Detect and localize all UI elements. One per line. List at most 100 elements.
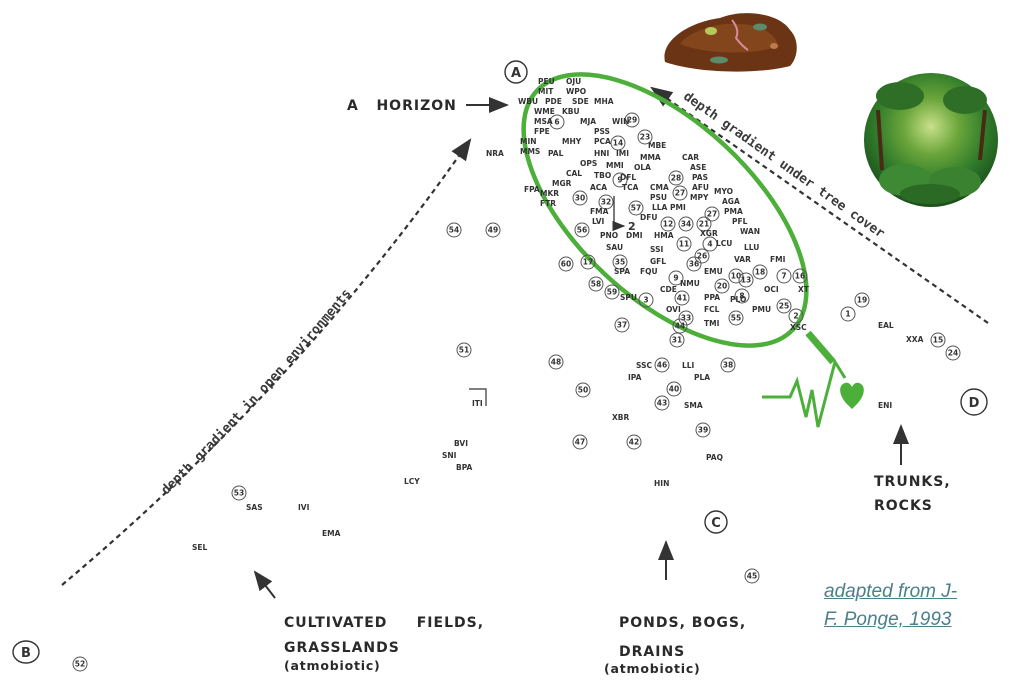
sample-number-25: 25	[776, 298, 792, 314]
sample-number-label: 57	[631, 204, 641, 213]
sample-number-15: 15	[930, 332, 946, 348]
sample-number-26: 26	[694, 248, 710, 264]
sample-ring	[788, 308, 804, 324]
sample-number-9: 9	[612, 172, 628, 188]
sample-ring	[548, 354, 564, 370]
species-code-mmi: MMI	[606, 161, 624, 170]
species-code-ssi: SSI	[650, 245, 663, 254]
sample-number-label: 25	[779, 302, 789, 311]
species-code-mhy: MHY	[562, 137, 582, 146]
sample-number-label: 60	[561, 260, 571, 269]
sample-number-48: 48	[548, 354, 564, 370]
sample-ring	[638, 292, 654, 308]
sample-number-17: 17	[580, 254, 596, 270]
species-code-paq: PAQ	[706, 453, 723, 462]
sample-number-label: 30	[575, 194, 585, 203]
ponds-label-line3: (atmobiotic)	[604, 661, 701, 676]
species-code-mpy: MPY	[690, 193, 709, 202]
species-code-xt: XT	[798, 285, 810, 294]
sample-number-label: 7	[781, 272, 786, 281]
sample-number-36: 36	[686, 256, 702, 272]
sample-number-35: 35	[612, 254, 628, 270]
species-code-bvi: BVI	[454, 439, 468, 448]
species-code-ivi: IVI	[298, 503, 310, 512]
inner-gradient-arrow	[612, 196, 626, 232]
species-code-mkr: MKR	[540, 189, 559, 198]
sample-number-label: 33	[681, 314, 691, 323]
cultivated-label-line2: GRASSLANDS	[284, 640, 400, 656]
species-code-xxa: XXA	[906, 335, 924, 344]
sample-number-41: 41	[674, 290, 690, 306]
source-credit-link[interactable]: adapted from J- F. Ponge, 1993	[824, 578, 999, 634]
species-code-msa: MSA	[534, 117, 553, 126]
sample-ring	[672, 185, 688, 201]
species-code-lli: LLI	[682, 361, 695, 370]
species-code-ola: OLA	[634, 163, 651, 172]
species-code-emu: EMU	[704, 267, 723, 276]
sample-number-37: 37	[614, 317, 630, 333]
sample-ring	[728, 310, 744, 326]
species-code-oci: OCI	[764, 285, 779, 294]
sample-number-27: 27	[704, 206, 720, 222]
sample-number-52: 52	[72, 656, 88, 672]
sample-number-label: 16	[795, 272, 805, 281]
sample-number-label: 28	[671, 174, 681, 183]
sample-number-label: 42	[629, 438, 639, 447]
species-code-cal: CAL	[566, 169, 582, 178]
sample-number-label: 47	[575, 438, 585, 447]
sample-ring	[696, 216, 712, 232]
cultivated-arrow	[253, 570, 276, 599]
sample-number-8: 8	[734, 288, 750, 304]
credit-line1[interactable]: adapted from J-	[824, 581, 958, 602]
sample-ring	[610, 135, 626, 151]
inner-gradient-label: 2	[628, 220, 636, 233]
species-code-fma: FMA	[590, 207, 609, 216]
species-code-fmi: FMI	[770, 255, 786, 264]
corner-b: B	[12, 640, 40, 664]
trunks-label-line1: TRUNKS,	[874, 474, 951, 490]
species-code-ops: OPS	[580, 159, 597, 168]
open-gradient-text: depth gradient in open environments	[158, 286, 354, 498]
sample-number-34: 34	[678, 216, 694, 232]
sample-number-label: 44	[675, 322, 685, 331]
sample-number-24: 24	[945, 345, 961, 361]
sample-ring	[446, 222, 462, 238]
sample-number-50: 50	[575, 382, 591, 398]
cultivated-label-line3: (atmobiotic)	[284, 658, 381, 673]
sample-number-label: 52	[75, 660, 85, 669]
species-code-imi: IMI	[616, 149, 629, 158]
species-code-nra: NRA	[486, 149, 504, 158]
soil-pile-illustration	[664, 13, 797, 72]
sample-ring	[669, 332, 685, 348]
species-code-dfu: DFU	[640, 213, 657, 222]
cultivated-label-line1: CULTIVATED FIELDS,	[284, 615, 484, 631]
species-code-pfl: PFL	[732, 217, 748, 226]
iti-bracket	[469, 388, 487, 406]
sample-number-label: 55	[731, 314, 741, 323]
species-code-ppa: PPA	[704, 293, 720, 302]
species-code-dfl: DFL	[620, 173, 636, 182]
sample-ring	[660, 216, 676, 232]
sample-number-label: 12	[663, 220, 673, 229]
species-code-xbr: XBR	[612, 413, 629, 422]
sample-number-9: 9	[668, 270, 684, 286]
species-code-myo: MYO	[714, 187, 733, 196]
sample-number-53: 53	[231, 485, 247, 501]
species-code-lcu: LCU	[716, 239, 732, 248]
sample-number-60: 60	[558, 256, 574, 272]
ponds-label-line2: DRAINS	[619, 644, 685, 660]
species-code-kbu: KBU	[562, 107, 580, 116]
species-code-aca: ACA	[590, 183, 607, 192]
sample-number-label: 17	[583, 258, 593, 267]
species-code-pde: PDE	[545, 97, 562, 106]
species-code-pss: PSS	[594, 127, 610, 136]
species-code-tmi: TMI	[704, 319, 720, 328]
sample-ring	[678, 310, 694, 326]
sample-ring	[580, 254, 596, 270]
sample-number-27: 27	[672, 185, 688, 201]
species-code-fpa: FPA	[524, 185, 540, 194]
credit-line2[interactable]: F. Ponge, 1993	[824, 609, 952, 630]
sample-number-label: 29	[627, 116, 637, 125]
sample-number-label: 37	[617, 321, 627, 330]
